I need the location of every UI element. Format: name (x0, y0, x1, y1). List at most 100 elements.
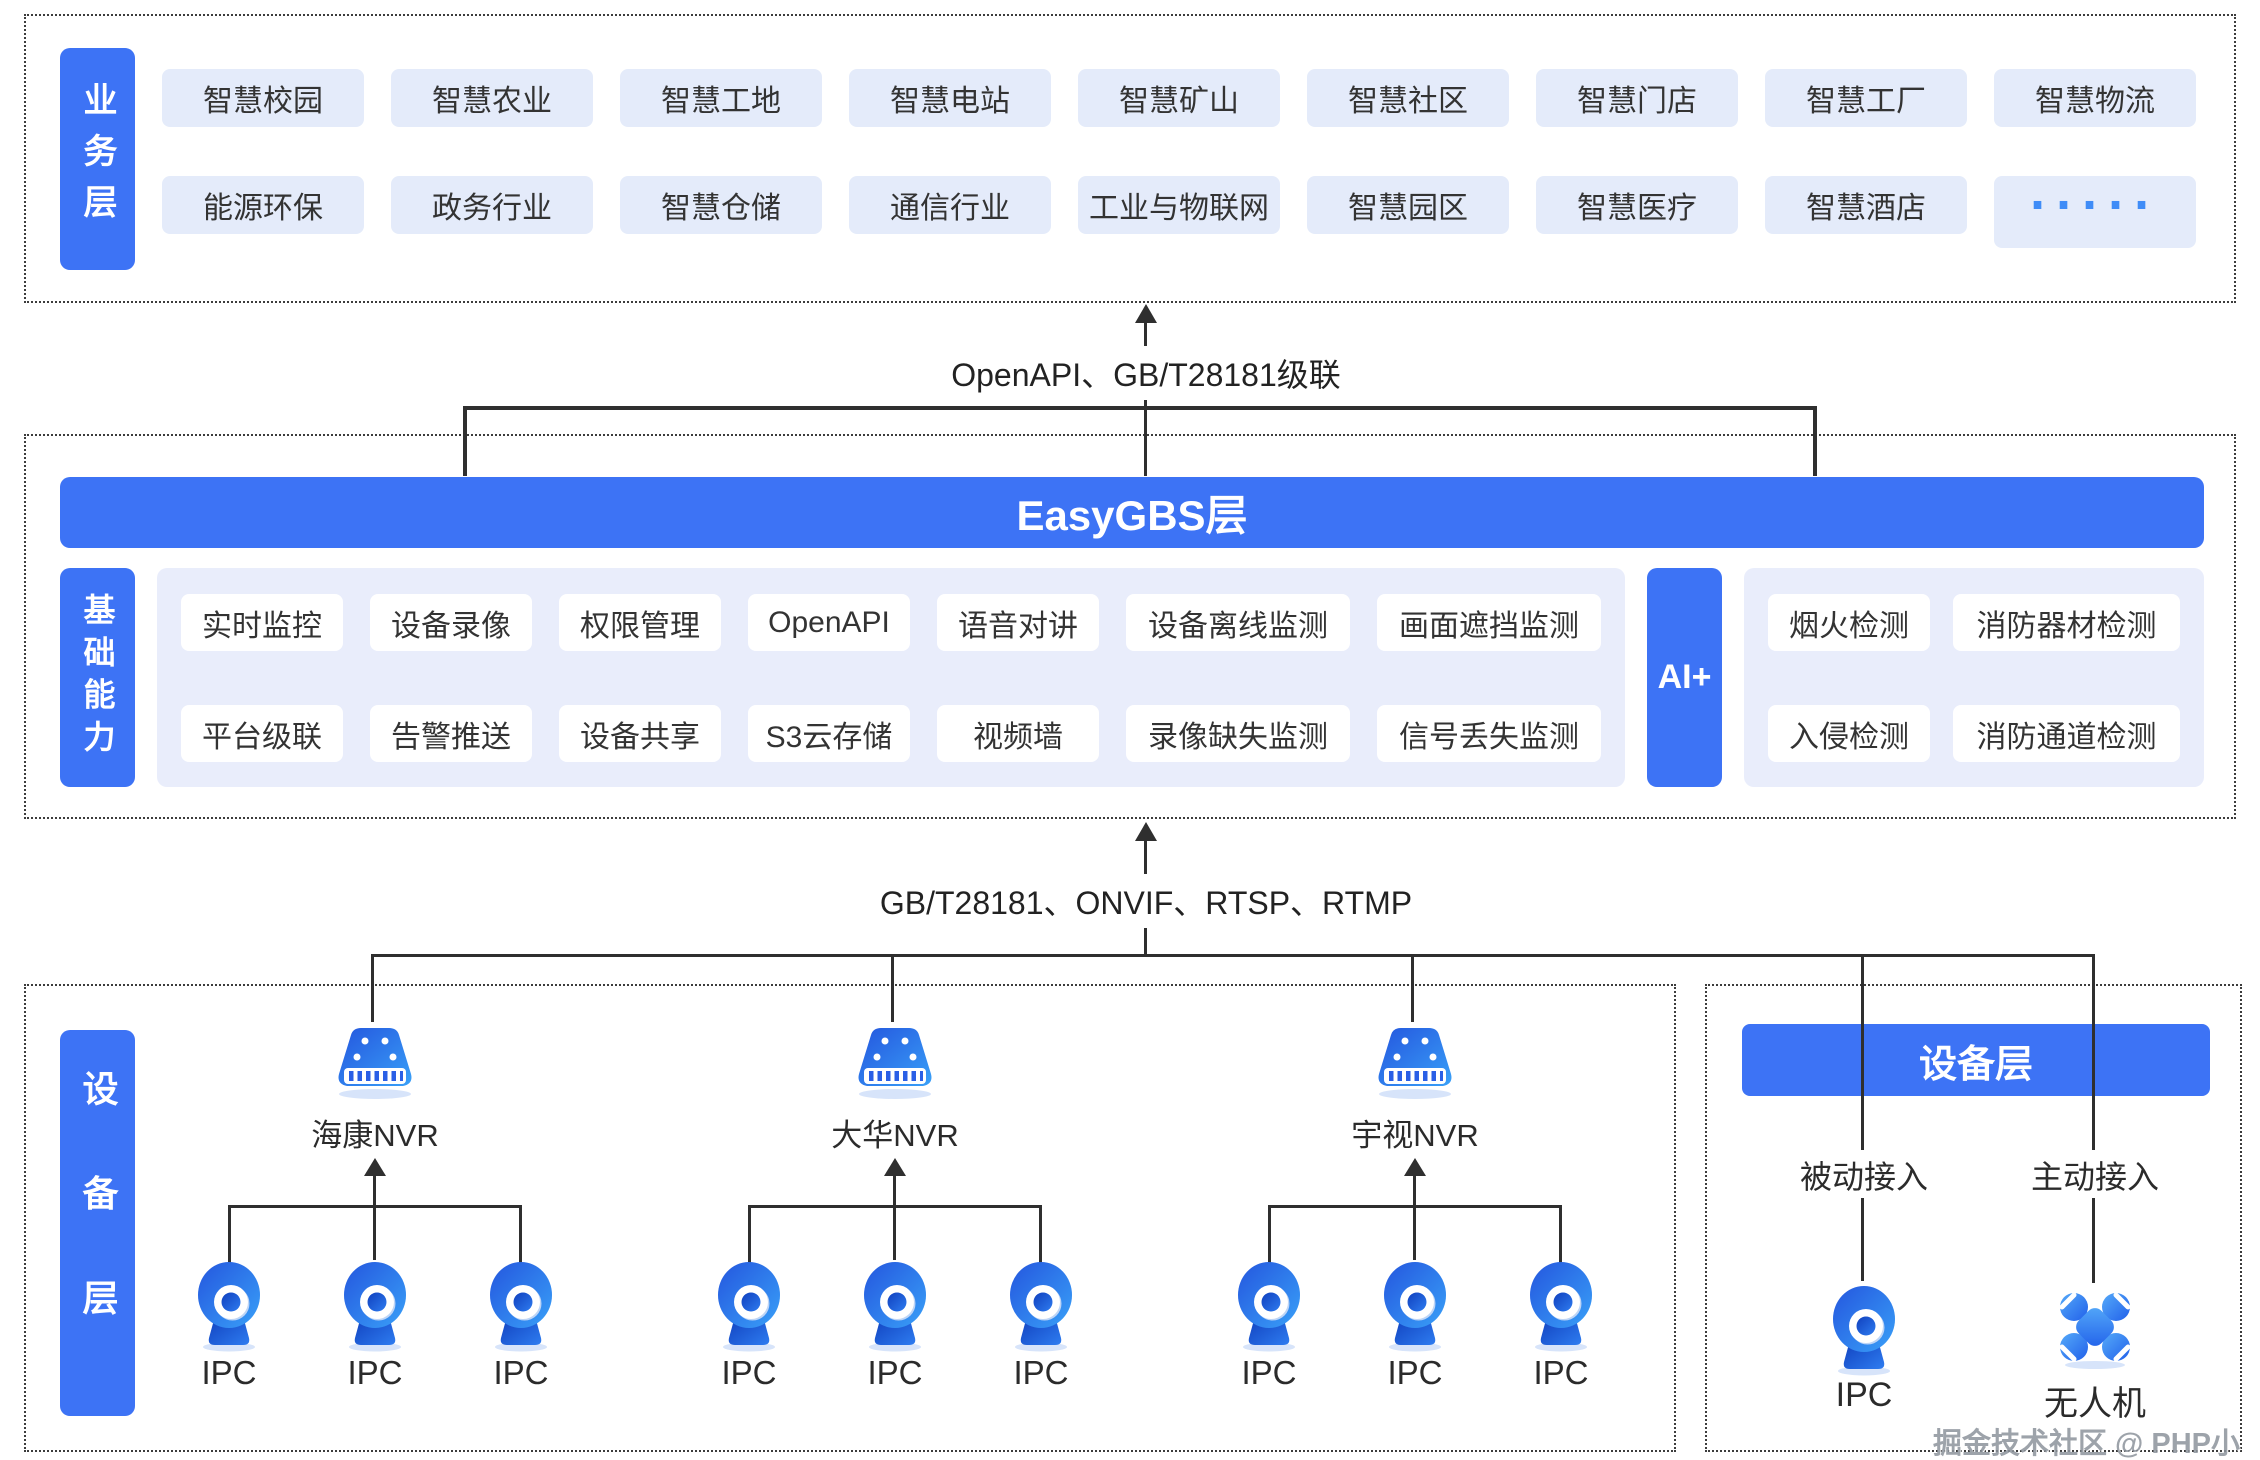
nvr-icon (858, 1028, 932, 1099)
nvr-arrow-head (884, 1158, 906, 1176)
business-box: 智慧矿山 (1078, 69, 1280, 127)
business-box: 智慧社区 (1307, 69, 1509, 127)
top-arrow-head (1135, 304, 1157, 323)
drone-icon (2059, 1292, 2131, 1369)
ipc-bracket-right (1039, 1205, 1042, 1271)
business-layer-label: 业务层 (60, 47, 135, 270)
watermark: 掘金技术社区 @ PHP小鱼仔 (1932, 1428, 2240, 1460)
capability-box: OpenAPI (748, 594, 910, 651)
nvr-icon (338, 1028, 412, 1099)
ipc-label: IPC (867, 1354, 923, 1391)
nvr-icon (1378, 1028, 1452, 1099)
active-access-label: 主动接入 (2030, 1159, 2159, 1195)
top-connector-label-wrap: OpenAPI、GB/T28181级联 (796, 346, 1496, 400)
nvr-name: 宇视NVR (1351, 1118, 1479, 1153)
ipc-bracket-right (519, 1205, 522, 1271)
business-box: 智慧酒店 (1765, 176, 1967, 234)
device-access-section: 设备层 被动接入 主动接入 IPC 无人机 (1705, 984, 2242, 1452)
ai-row-2: 入侵检测 消防通道检测 (1768, 705, 2180, 762)
business-more-box: ····· (1994, 176, 2196, 248)
drop-line-uniview (1411, 954, 1414, 1022)
business-box: 智慧园区 (1307, 176, 1509, 234)
capability-box: 视频墙 (937, 705, 1099, 762)
nvr-arrow-stem (893, 1174, 896, 1260)
drop-line-passive (1861, 954, 1864, 1150)
business-box: 智慧工厂 (1765, 69, 1967, 127)
bottom-connector-label-wrap: GB/T28181、ONVIF、RTSP、RTMP (846, 874, 1446, 928)
business-box: 智慧电站 (849, 69, 1051, 127)
top-bracket-left (463, 406, 467, 476)
drop-line-dahua (891, 954, 894, 1022)
ipc-label: IPC (721, 1354, 777, 1391)
ai-row-1: 烟火检测 消防器材检测 (1768, 594, 2180, 651)
ai-box: 消防器材检测 (1953, 594, 2180, 651)
business-box: 工业与物联网 (1078, 176, 1280, 234)
business-grid: 智慧校园 智慧农业 智慧工地 智慧电站 智慧矿山 智慧社区 智慧门店 智慧工厂 … (162, 69, 2200, 248)
capability-box: 画面遮挡监测 (1377, 594, 1601, 651)
capability-box: 平台级联 (181, 705, 343, 762)
ipc-camera-icon (1833, 1286, 1895, 1376)
capability-box: 设备录像 (370, 594, 532, 651)
top-bracket-line (463, 406, 1817, 410)
bottom-connector-label: GB/T28181、ONVIF、RTSP、RTMP (863, 874, 1429, 928)
business-box: 能源环保 (162, 176, 364, 234)
ipc-label: IPC (1533, 1354, 1589, 1391)
capability-box: 信号丢失监测 (1377, 705, 1601, 762)
easygbs-bar: EasyGBS层 (60, 477, 2204, 548)
capability-box: 设备离线监测 (1126, 594, 1350, 651)
ipc-label: IPC (1013, 1354, 1069, 1391)
ipc-camera-icon (864, 1262, 926, 1352)
drop-line-active-lower (2092, 1198, 2095, 1283)
ipc-camera-icon (1010, 1262, 1072, 1352)
business-box: 智慧医疗 (1536, 176, 1738, 234)
ai-box: 消防通道检测 (1953, 705, 2180, 762)
nvr-group-hikvision: 海康NVR IPC I (189, 1016, 561, 1398)
capability-box: 实时监控 (181, 594, 343, 651)
business-box: 智慧农业 (391, 69, 593, 127)
drop-line-passive-lower (1861, 1198, 1864, 1281)
capability-box: 设备共享 (559, 705, 721, 762)
business-layer-section: 业务层 智慧校园 智慧农业 智慧工地 智慧电站 智慧矿山 智慧社区 智慧门店 智… (24, 14, 2236, 303)
ai-box: 烟火检测 (1768, 594, 1930, 651)
business-box: 智慧校园 (162, 69, 364, 127)
ipc-bracket-line (228, 1205, 522, 1208)
passive-access-label: 被动接入 (1799, 1159, 1928, 1195)
ipc-camera-icon (718, 1262, 780, 1352)
nvr-group-uniview: 宇视NVR IPC I (1229, 1016, 1601, 1398)
ipc-label: IPC (201, 1354, 257, 1391)
top-bracket-right (1813, 406, 1817, 476)
business-box: 智慧工地 (620, 69, 822, 127)
ipc-bracket-left (748, 1205, 751, 1271)
nvr-name: 海康NVR (311, 1118, 439, 1153)
business-box: 通信行业 (849, 176, 1051, 234)
capability-box: 告警推送 (370, 705, 532, 762)
nvr-arrow-stem (373, 1174, 376, 1260)
nvr-arrow-head (1404, 1158, 1426, 1176)
capability-panel: 实时监控 设备录像 权限管理 OpenAPI 语音对讲 设备离线监测 画面遮挡监… (157, 568, 1625, 787)
ipc-label: IPC (1241, 1354, 1297, 1391)
ipc-bracket-left (228, 1205, 231, 1271)
nvr-group-dahua: 大华NVR IPC I (709, 1016, 1081, 1398)
capability-row-1: 实时监控 设备录像 权限管理 OpenAPI 语音对讲 设备离线监测 画面遮挡监… (181, 594, 1601, 651)
capability-box: 录像缺失监测 (1126, 705, 1350, 762)
ipc-label: IPC (347, 1354, 403, 1391)
business-box: 智慧门店 (1536, 69, 1738, 127)
capability-label: 基础能力 (60, 568, 135, 787)
ipc-bracket-line (1268, 1205, 1562, 1208)
capability-box: 语音对讲 (937, 594, 1099, 651)
ipc-label: IPC (493, 1354, 549, 1391)
ai-panel: 烟火检测 消防器材检测 入侵检测 消防通道检测 (1744, 568, 2204, 787)
ipc-camera-icon (1238, 1262, 1300, 1352)
business-row-2: 能源环保 政务行业 智慧仓储 通信行业 工业与物联网 智慧园区 智慧医疗 智慧酒… (162, 176, 2200, 248)
device-layer-label: 设备层 (60, 1030, 135, 1416)
business-box: 政务行业 (391, 176, 593, 234)
ipc-bracket-line (748, 1205, 1042, 1208)
device-bus-line (371, 954, 2095, 957)
ai-plus-label: AI+ (1647, 568, 1722, 787)
capability-row-2: 平台级联 告警推送 设备共享 S3云存储 视频墙 录像缺失监测 信号丢失监测 (181, 705, 1601, 762)
ipc-bracket-left (1268, 1205, 1271, 1271)
top-connector-label: OpenAPI、GB/T28181级联 (935, 346, 1357, 400)
nvr-arrow-stem (1413, 1174, 1416, 1260)
business-box: 智慧仓储 (620, 176, 822, 234)
